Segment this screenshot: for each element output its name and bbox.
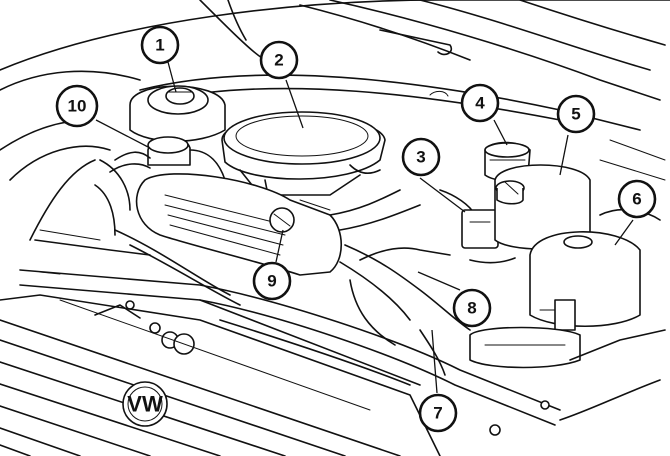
vw-emblem: VW bbox=[122, 381, 168, 427]
svg-text:1: 1 bbox=[155, 36, 164, 55]
callout-8: 8 bbox=[452, 288, 492, 328]
intake-manifold bbox=[94, 159, 342, 306]
svg-text:2: 2 bbox=[274, 51, 283, 70]
callout-4: 4 bbox=[460, 83, 500, 123]
svg-text:8: 8 bbox=[467, 299, 476, 318]
svg-text:3: 3 bbox=[416, 148, 425, 167]
svg-text:5: 5 bbox=[571, 105, 580, 124]
coolant-expansion-tank bbox=[494, 164, 591, 250]
svg-text:9: 9 bbox=[267, 272, 276, 291]
front-panel bbox=[19, 269, 666, 436]
leader-lines bbox=[95, 61, 634, 394]
callout-1: 1 bbox=[140, 25, 180, 65]
battery bbox=[469, 326, 581, 369]
svg-text:7: 7 bbox=[433, 404, 442, 423]
callout-10: 10 bbox=[55, 84, 99, 128]
hood bbox=[0, 0, 670, 181]
callout-6: 6 bbox=[617, 179, 657, 219]
svg-text:4: 4 bbox=[475, 94, 485, 113]
callout-7: 7 bbox=[418, 393, 458, 433]
svg-text:10: 10 bbox=[68, 97, 87, 116]
callout-2: 2 bbox=[259, 40, 299, 80]
vw-logo-text: VW bbox=[127, 392, 163, 417]
callout-9: 9 bbox=[252, 261, 292, 301]
callout-5: 5 bbox=[556, 94, 596, 134]
strut-tower bbox=[129, 85, 226, 142]
svg-text:6: 6 bbox=[632, 190, 641, 209]
air-cleaner bbox=[221, 111, 386, 196]
grille bbox=[0, 271, 441, 456]
callout-3: 3 bbox=[401, 137, 441, 177]
